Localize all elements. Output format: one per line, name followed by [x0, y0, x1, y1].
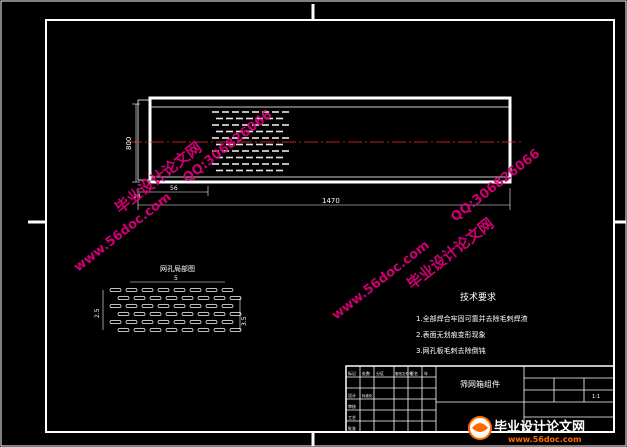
detail-slot — [117, 296, 130, 300]
detail-dim-b: 3.5 — [241, 316, 248, 326]
detail-slot — [221, 320, 234, 324]
detail-slot — [149, 328, 162, 332]
detail-slot — [125, 320, 138, 324]
detail-slot — [229, 296, 242, 300]
tb-label-7: 设计 — [348, 392, 356, 398]
detail-slot — [117, 312, 130, 316]
detail-slot — [109, 320, 122, 324]
detail-slot — [125, 288, 138, 292]
detail-dim-a: 2.5 — [94, 308, 101, 318]
detail-slot — [117, 328, 130, 332]
detail-slot — [133, 328, 146, 332]
detail-slot — [197, 312, 210, 316]
tb-label-1: 标记 — [348, 370, 356, 376]
tb-label-8: 标准化 — [362, 393, 373, 398]
tb-label-6: 年 — [424, 370, 428, 376]
detail-slot — [125, 304, 138, 308]
detail-slot — [173, 288, 186, 292]
dim-length-label: 1470 — [322, 197, 340, 205]
detail-dimension-lines — [102, 281, 241, 330]
detail-slot — [221, 304, 234, 308]
logo-site-url: www.56doc.com — [508, 435, 581, 444]
detail-slot — [173, 320, 186, 324]
detail-slot — [205, 288, 218, 292]
dim-small-label: 56 — [170, 185, 178, 192]
tb-label-2: 处数 — [362, 370, 370, 376]
detail-slot — [205, 320, 218, 324]
watermark-qq-2: QQ:306826066 — [448, 146, 543, 225]
detail-slot — [141, 288, 154, 292]
detail-slot — [213, 312, 226, 316]
detail-slot — [213, 328, 226, 332]
detail-slot — [197, 328, 210, 332]
logo-banner: 毕业设计论文网 www.56doc.com — [468, 416, 585, 444]
main-view: 800 1470 56 18 — [125, 96, 522, 210]
tb-label-10: 工艺 — [348, 415, 356, 420]
detail-slot — [205, 304, 218, 308]
logo-swirl-icon — [472, 423, 488, 432]
detail-title: 网孔局部图 — [160, 264, 195, 273]
mesh-detail-view: 网孔局部图 2.5 3.5 5 — [94, 264, 248, 332]
dimension-lines — [132, 103, 511, 210]
dim-height-label: 800 — [125, 137, 133, 150]
detail-slot — [181, 328, 194, 332]
detail-dim-c: 5 — [174, 275, 178, 282]
tb-label-3: 分区 — [376, 370, 384, 376]
detail-slot — [173, 304, 186, 308]
detail-slot — [157, 320, 170, 324]
detail-slot — [141, 320, 154, 324]
detail-slot — [229, 328, 242, 332]
scale-value: 1:1 — [592, 394, 600, 400]
detail-slot — [165, 296, 178, 300]
detail-slot — [189, 320, 202, 324]
centering-marks — [28, 4, 626, 446]
detail-slot — [141, 304, 154, 308]
detail-slot — [157, 288, 170, 292]
tb-label-11: 批准 — [348, 425, 356, 431]
detail-slot-pattern — [109, 288, 242, 332]
detail-slot — [229, 312, 242, 316]
tech-item-3: 3.网孔板毛刺去除倒钝 — [416, 346, 486, 355]
detail-slot — [133, 296, 146, 300]
tech-requirements: 技术要求 1.全部焊合牢固可靠并去除毛刺焊渣 2.表面无划痕变形现象 3.网孔板… — [416, 291, 528, 355]
detail-slot — [189, 304, 202, 308]
detail-slot — [181, 296, 194, 300]
screen-box-left-end — [137, 99, 151, 181]
detail-slot — [149, 296, 162, 300]
detail-slot — [109, 304, 122, 308]
detail-slot — [165, 328, 178, 332]
detail-slot — [181, 312, 194, 316]
drawing-frame — [45, 19, 615, 433]
tech-item-1: 1.全部焊合牢固可靠并去除毛刺焊渣 — [416, 314, 528, 323]
tb-label-9: 审核 — [348, 403, 356, 409]
tb-label-5: 签名 — [410, 370, 418, 376]
dim-side-label: 18 — [133, 193, 141, 200]
detail-slot — [197, 296, 210, 300]
logo-site-name: 毕业设计论文网 — [494, 419, 585, 435]
detail-slot — [221, 288, 234, 292]
detail-slot — [149, 312, 162, 316]
detail-slot — [213, 296, 226, 300]
mesh-hatch — [212, 111, 289, 172]
tech-title: 技术要求 — [460, 291, 496, 303]
tech-item-2: 2.表面无划痕变形现象 — [416, 330, 486, 339]
detail-slot — [109, 288, 122, 292]
detail-slot — [157, 304, 170, 308]
detail-slot — [133, 312, 146, 316]
part-name: 筛网箱组件 — [460, 379, 500, 389]
detail-slot — [189, 288, 202, 292]
detail-slot — [165, 312, 178, 316]
tb-label-4: 更改文件号 — [395, 371, 413, 376]
